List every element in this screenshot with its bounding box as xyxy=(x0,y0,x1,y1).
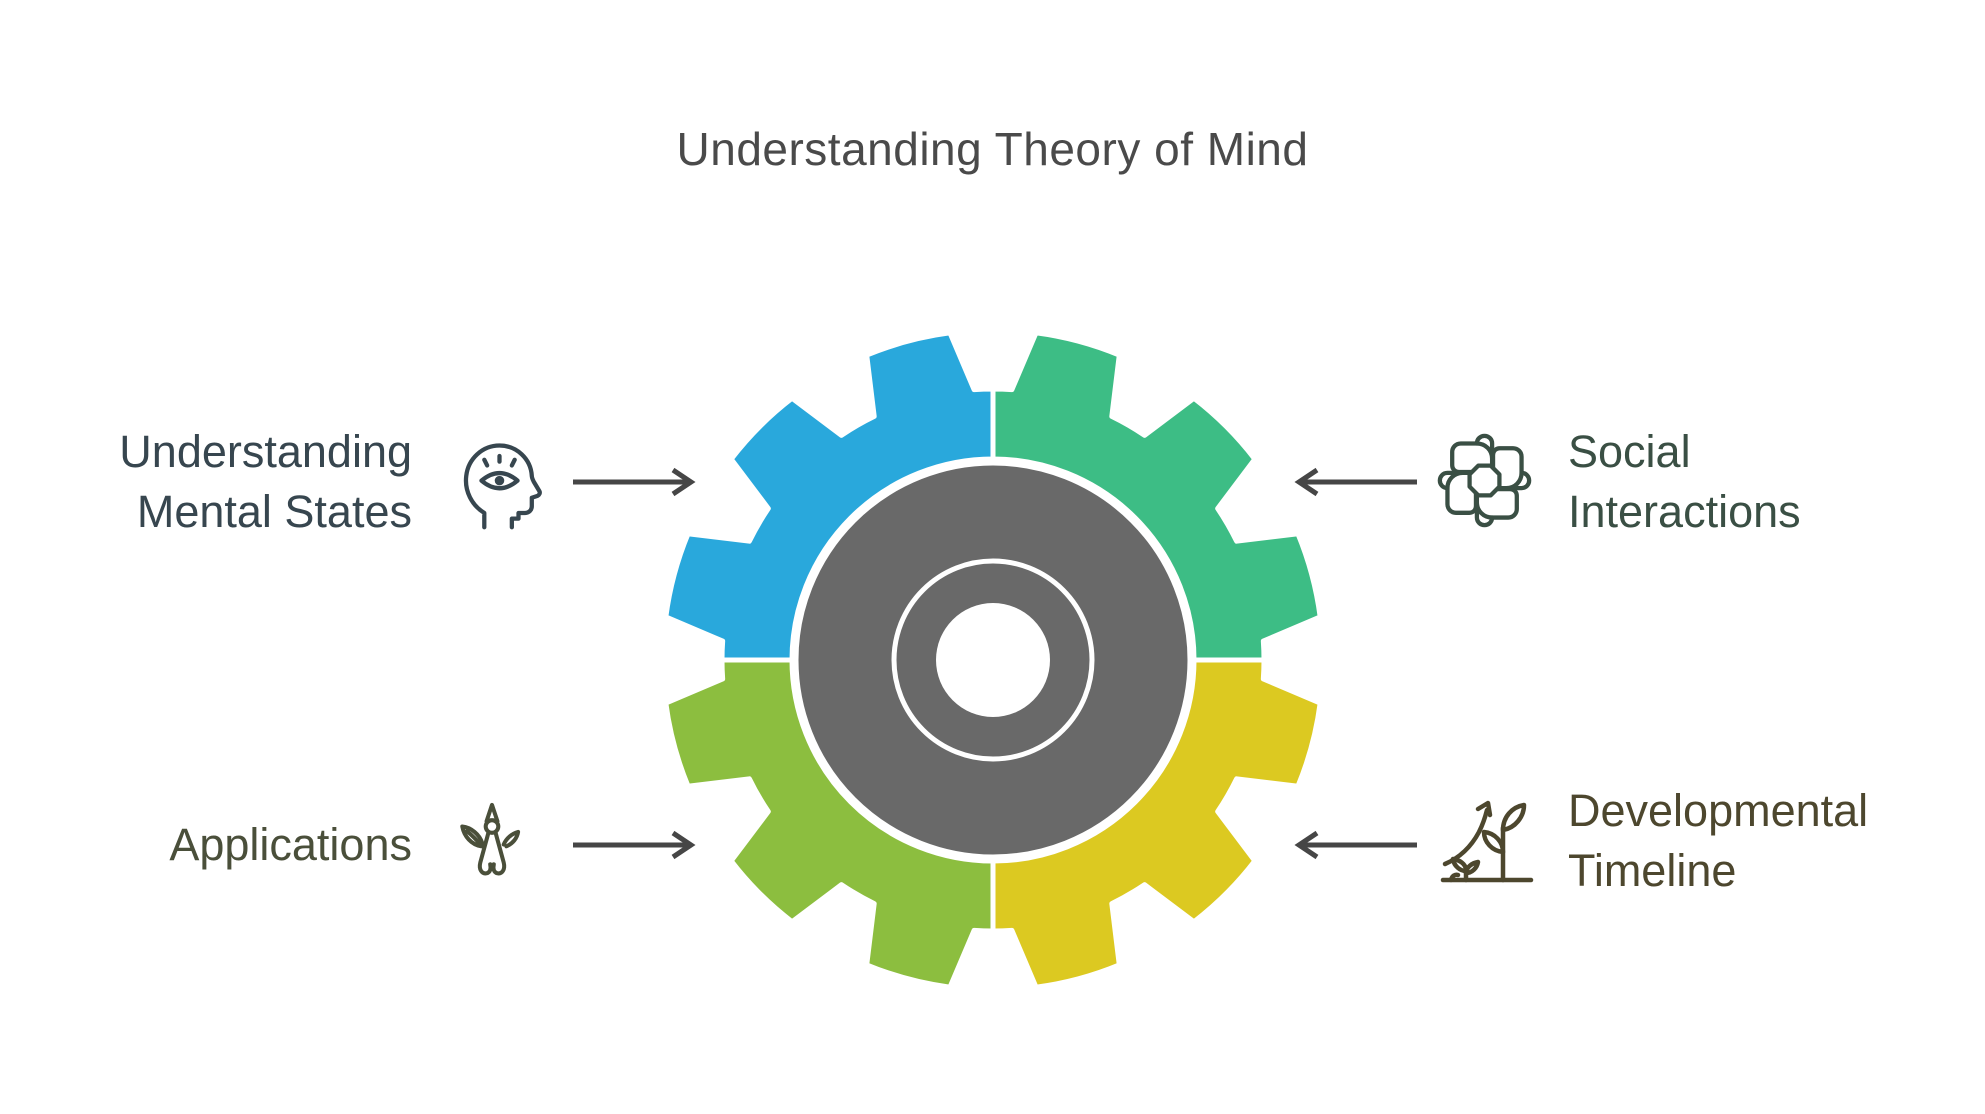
gear-quadrant-developmental-timeline xyxy=(990,657,1323,990)
page-title: Understanding Theory of Mind xyxy=(676,123,1309,175)
teamwork-hands-icon xyxy=(1437,433,1532,528)
callout-label-line: Understanding xyxy=(119,426,412,477)
callout-social-interactions: Social Interactions xyxy=(1568,422,1928,542)
gear-quadrant-applications xyxy=(663,657,996,990)
arrow-left-icon xyxy=(1290,467,1420,497)
gear-center-hole xyxy=(936,603,1050,717)
callout-developmental-timeline: Developmental Timeline xyxy=(1568,781,1928,901)
gear-graphic xyxy=(663,330,1323,990)
callout-applications: Applications xyxy=(60,815,412,875)
gear-quadrant-understanding-mental-states xyxy=(663,330,996,663)
callout-label-line: Developmental xyxy=(1568,785,1869,836)
gear-inner-ring xyxy=(891,558,1095,762)
callout-label-line: Interactions xyxy=(1568,486,1801,537)
callout-label-line: Mental States xyxy=(136,486,412,537)
gear-quadrant-social-interactions xyxy=(990,330,1323,663)
arrow-left-icon xyxy=(1290,830,1420,860)
growth-plant-icon xyxy=(1437,790,1537,890)
arrow-right-icon xyxy=(570,830,700,860)
callout-understanding-mental-states: Understanding Mental States xyxy=(60,422,412,542)
callout-label-line: Social xyxy=(1568,426,1691,477)
callout-label-line: Timeline xyxy=(1568,845,1737,896)
pruning-shears-icon xyxy=(447,792,537,897)
mind-eye-icon xyxy=(452,436,547,531)
arrow-right-icon xyxy=(570,467,700,497)
callout-label-line: Applications xyxy=(169,819,412,870)
